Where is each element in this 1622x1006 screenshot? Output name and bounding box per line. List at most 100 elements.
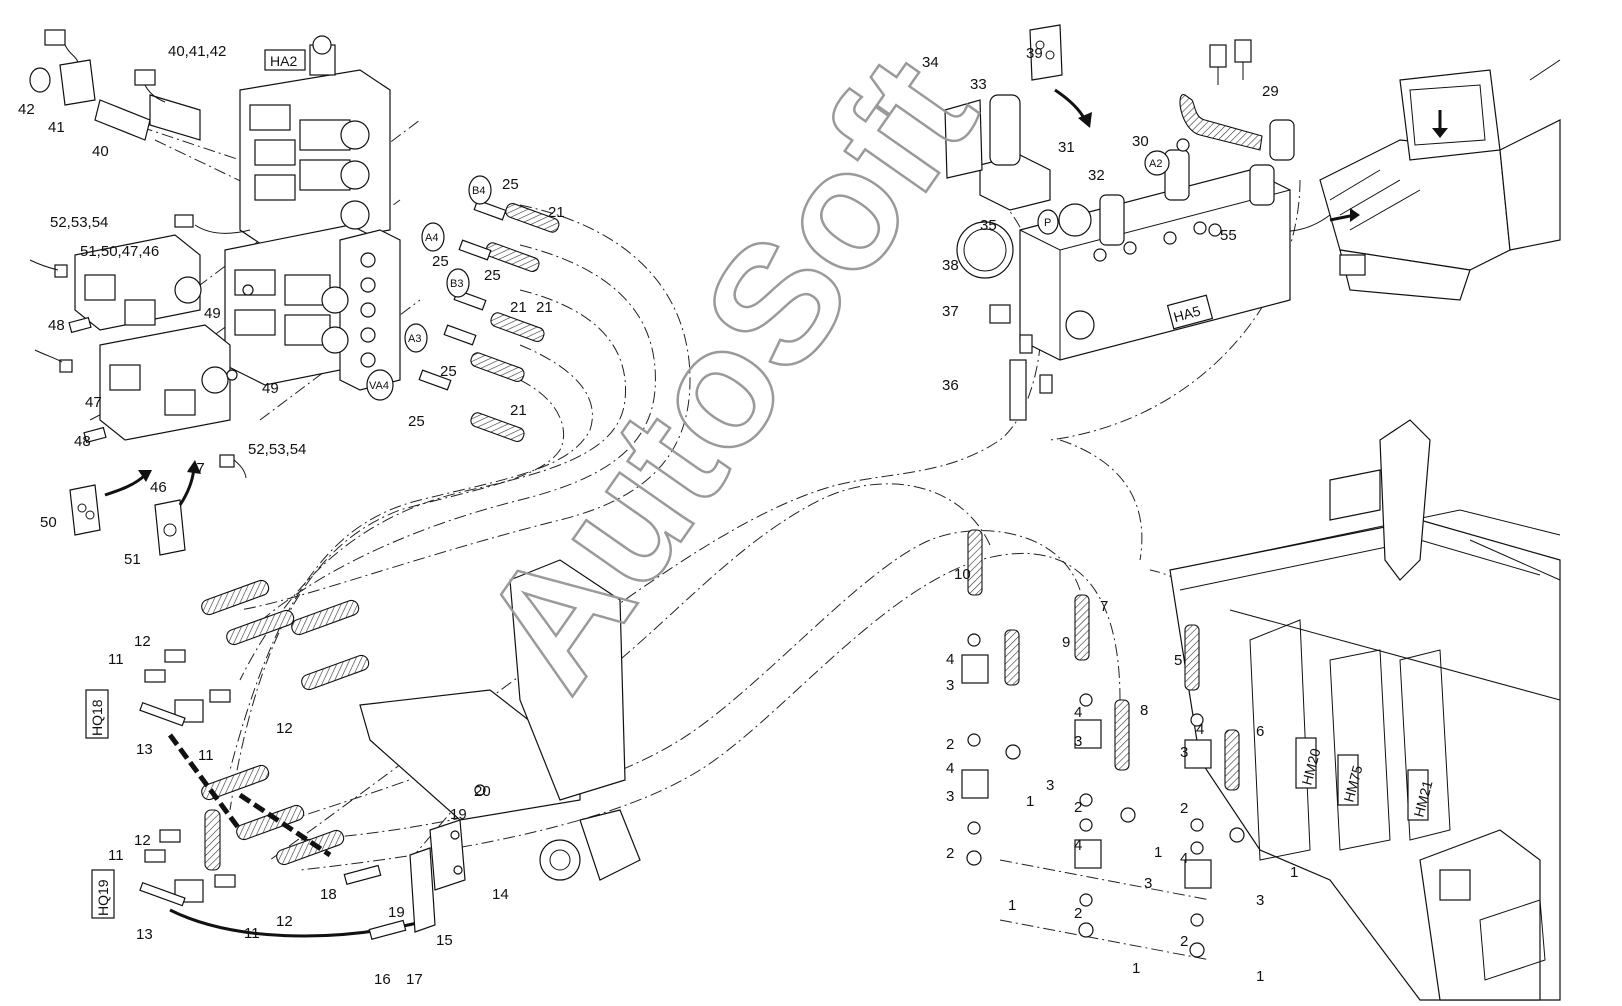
solenoid-group-left (29, 29, 254, 479)
callout-label: 41 (48, 119, 65, 136)
callout-label: 25 (440, 363, 457, 380)
svg-text:A2: A2 (1149, 158, 1162, 170)
manifolds-hq18-hq19 (139, 579, 431, 938)
callout-label: 32 (1088, 167, 1105, 184)
callout-label: 40 (92, 143, 109, 160)
callout-label: 3 (1046, 777, 1054, 794)
callout-label: 46 (150, 479, 167, 496)
fittings-right (961, 529, 1245, 958)
callout-label: 2 (1180, 800, 1188, 817)
port-label-a2: A2 (1144, 150, 1170, 176)
callout-label: 51,50,47,46 (80, 243, 159, 260)
valve-block-ha5 (944, 39, 1295, 421)
boxed-label-hq19: HQ19 (91, 869, 115, 919)
callout-label: 52,53,54 (50, 214, 108, 231)
callout-label: 12 (276, 720, 293, 737)
callout-label: 25 (432, 253, 449, 270)
callout-label: 2 (1074, 905, 1082, 922)
callout-label: 20 (474, 783, 491, 800)
port-label-a3: A3 (404, 323, 428, 353)
svg-text:B3: B3 (450, 278, 463, 290)
callout-label: 5 (1174, 652, 1182, 669)
callout-label: 47 (85, 394, 102, 411)
svg-text:HQ18: HQ18 (89, 699, 105, 736)
callout-label: 29 (1262, 83, 1279, 100)
callout-label: 4 (946, 760, 954, 777)
callout-label: 15 (436, 932, 453, 949)
callout-label: 1 (1008, 897, 1016, 914)
callout-label: 3 (1074, 733, 1082, 750)
boxed-label-ha2: HA2 (264, 49, 306, 71)
milling-machine (1249, 59, 1561, 301)
callout-label: 40,41,42 (168, 43, 226, 60)
callout-label: 34 (922, 54, 939, 71)
callout-label: 3 (946, 677, 954, 694)
callout-label: 4 (1180, 850, 1188, 867)
callout-label: 3 (1256, 892, 1264, 909)
svg-text:HA5: HA5 (1172, 303, 1203, 326)
callout-label: 30 (1132, 133, 1149, 150)
svg-text:HQ19: HQ19 (95, 879, 111, 916)
port-label-p: P (1037, 209, 1059, 235)
callout-label: 17 (406, 971, 423, 988)
callout-label: 33 (970, 76, 987, 93)
callout-label: 21 (510, 402, 527, 419)
svg-text:A4: A4 (425, 232, 438, 244)
callout-label: 9 (1062, 634, 1070, 651)
callout-label: 21 (548, 204, 565, 221)
callout-label: 39 (1026, 45, 1043, 62)
callout-label: 48 (74, 433, 91, 450)
callout-label: 12 (134, 832, 151, 849)
callout-label: 31 (1058, 139, 1075, 156)
svg-text:A3: A3 (408, 333, 421, 345)
mounting-bracket (343, 559, 641, 940)
port-label-va4: VA4 (366, 369, 394, 401)
callout-label: 50 (40, 514, 57, 531)
callout-label: 35 (980, 217, 997, 234)
svg-text:HA2: HA2 (270, 53, 297, 69)
callout-label: 11 (108, 651, 124, 668)
machine-frame (1169, 419, 1561, 1001)
callout-label: 21 (536, 299, 553, 316)
callout-label: 51 (124, 551, 141, 568)
callout-label: 2 (946, 736, 954, 753)
boxed-label-ha5: HA5 (1166, 294, 1214, 330)
callout-label: 13 (136, 926, 153, 943)
callout-labels: 42 41 40 40,41,42 52,53,54 51,50,47,46 4… (18, 43, 1298, 988)
callout-label: 16 (374, 971, 391, 988)
callout-label: 49 (262, 380, 279, 397)
callout-label: 25 (502, 176, 519, 193)
callout-label: 10 (954, 566, 971, 583)
port-label-a4: A4 (421, 222, 445, 252)
callout-label: 38 (942, 257, 959, 274)
callout-label: 36 (942, 377, 959, 394)
seal-kit-bags (69, 24, 1092, 556)
callout-label: 3 (1180, 744, 1188, 761)
callout-label: 1 (1290, 864, 1298, 881)
boxed-labels: HA2 HA5 HQ18 HQ19 HM20 HM75 HM21 (85, 49, 1436, 919)
callout-label: 12 (276, 913, 293, 930)
callout-label: 4 (1196, 721, 1204, 738)
callout-label: 19 (450, 806, 467, 823)
valve-block-ha2 (224, 35, 401, 391)
callout-label: 19 (388, 904, 405, 921)
callout-label: 14 (492, 886, 509, 903)
watermark: AutoSoft (443, 23, 1013, 722)
callout-label: 21 (510, 299, 527, 316)
svg-text:AutoSoft: AutoSoft (445, 24, 1012, 721)
callout-label: 48 (48, 317, 65, 334)
callout-label: 1 (1256, 968, 1264, 985)
callout-label: 7 (1100, 598, 1108, 615)
callout-label: 4 (946, 651, 954, 668)
boxed-label-hm21: HM21 (1407, 769, 1436, 821)
svg-text:P: P (1044, 217, 1051, 229)
callout-label: 47 (188, 460, 205, 477)
callout-label: 1 (1154, 844, 1162, 861)
port-label-b4: B4 (468, 175, 492, 205)
callout-label: 25 (408, 413, 425, 430)
callout-label: 8 (1140, 702, 1148, 719)
callout-label: 6 (1256, 723, 1264, 740)
svg-text:VA4: VA4 (369, 380, 389, 392)
callout-label: 1 (1026, 793, 1034, 810)
